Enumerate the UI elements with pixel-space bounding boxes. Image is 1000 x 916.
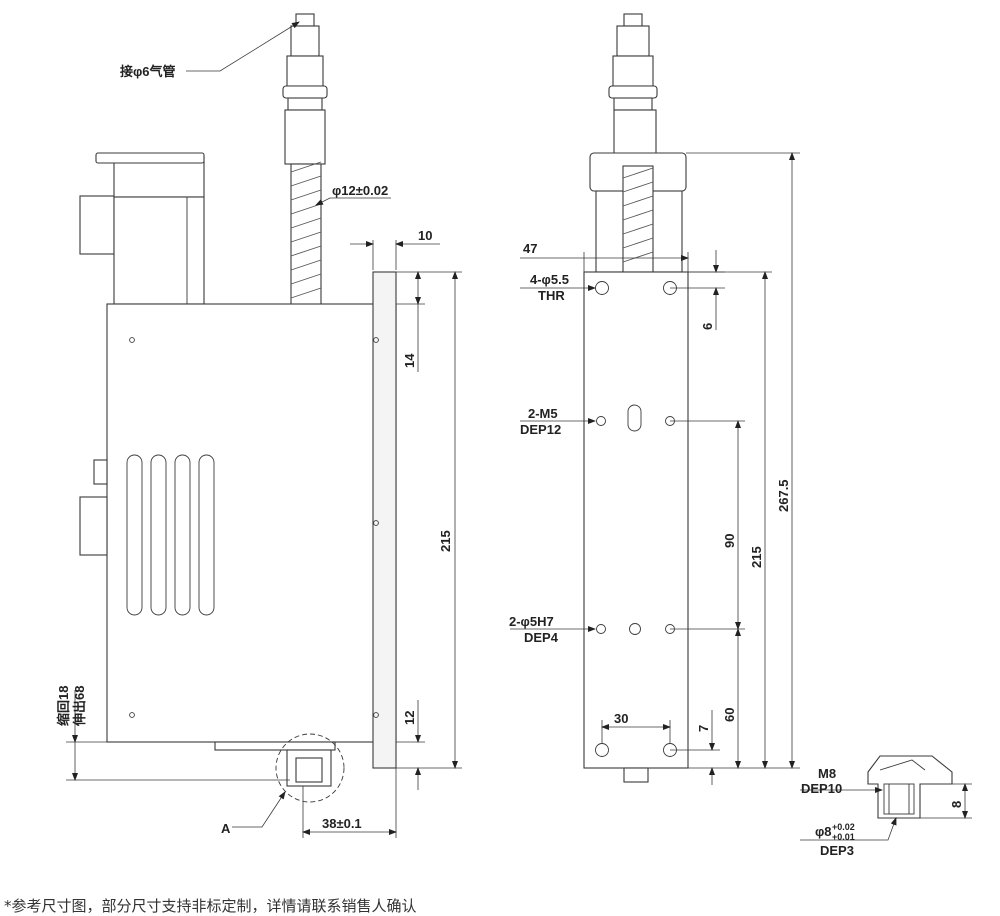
front-rod-end (623, 767, 649, 783)
phi8-depth: DEP3 (820, 843, 854, 858)
dim-90: 90 (722, 534, 737, 548)
side-view (79, 13, 397, 803)
hole-4-label: 4-φ5.5 (530, 272, 569, 287)
dim-38: 38±0.1 (322, 816, 362, 831)
dim-30: 30 (614, 711, 628, 726)
dim-60: 60 (722, 708, 737, 722)
rod-diameter-label: φ12±0.02 (332, 183, 388, 198)
phi8-label: φ8 (815, 824, 832, 839)
front-rod-threads (622, 167, 654, 263)
center-slot (627, 404, 642, 432)
m8-depth: DEP10 (801, 781, 842, 796)
front-fitting-hex (612, 55, 654, 87)
pin-hole-center (629, 623, 641, 635)
front-fitting-cap (623, 13, 643, 27)
dim-215-left: 215 (438, 530, 453, 552)
detail-a-view: M8 DEP10 8 φ8 +0.02 +0.01 DEP3 (800, 755, 972, 858)
phi8-tol-lower: +0.01 (832, 832, 855, 842)
m5-label: 2-M5 (528, 406, 558, 421)
stroke-retract-label: 缩回18 (56, 686, 71, 726)
detail-a-circle (275, 733, 345, 803)
threaded-rod (290, 163, 322, 307)
dim-47: 47 (523, 241, 537, 256)
technical-drawing: 接φ6气管 φ12±0.02 10 215 14 12 缩回18 伸出68 (56, 13, 972, 858)
side-bracket-upper (79, 195, 115, 255)
side-view-dimensions: 接φ6气管 φ12±0.02 10 215 14 12 缩回18 伸出68 (56, 21, 462, 838)
m5-hole (596, 416, 606, 426)
mounting-plate-front (583, 271, 689, 769)
fitting-body (290, 25, 320, 57)
rod-threads (290, 161, 322, 299)
side-clip (93, 459, 108, 485)
side-connector-lower (79, 496, 108, 556)
dim-6: 6 (700, 323, 715, 330)
front-lock-nut (608, 85, 658, 99)
pin-depth: DEP4 (524, 630, 559, 645)
dim-8: 8 (949, 801, 964, 808)
front-fitting-body (616, 25, 650, 57)
phi8-tol-upper: +0.02 (832, 822, 855, 832)
motor-cover-lip (95, 152, 205, 164)
motor-body (113, 196, 205, 305)
dim-14: 14 (402, 353, 417, 368)
footnote: *参考尺寸图，部分尺寸支持非标定制，详情请联系销售人确认 (4, 897, 417, 915)
dim-12: 12 (402, 711, 417, 725)
m5-depth: DEP12 (520, 422, 561, 437)
dim-10: 10 (418, 228, 432, 243)
front-view-dimensions: 47 4-φ5.5 THR 6 2-M5 DEP12 2-φ5H7 DEP4 9… (509, 152, 800, 785)
dim-267: 267.5 (776, 479, 791, 512)
hole-4-type: THR (538, 288, 565, 303)
dim-215-right: 215 (749, 546, 764, 568)
detail-a-outline (867, 755, 953, 819)
fitting-hex (286, 55, 324, 87)
rod-hex (284, 109, 326, 165)
detail-a-bore (883, 783, 915, 815)
front-view (583, 13, 689, 783)
bottom-cap (214, 741, 336, 751)
nut-neck (287, 97, 323, 111)
lock-nut (282, 85, 328, 99)
detail-a-label: A (221, 821, 231, 836)
vent-slots (126, 454, 215, 616)
pin-label: 2-φ5H7 (509, 614, 554, 629)
mounting-plate-side (372, 271, 397, 769)
pin-hole (596, 624, 606, 634)
m8-label: M8 (818, 766, 836, 781)
dim-7: 7 (696, 725, 711, 732)
stroke-extend-label: 伸出68 (72, 686, 87, 727)
rod-end-bore (295, 757, 323, 783)
fitting-cap (295, 13, 315, 27)
front-threaded-rod (622, 165, 654, 273)
actuator-body (106, 303, 397, 743)
front-nut-neck (613, 97, 653, 111)
air-tube-label: 接φ6气管 (120, 64, 176, 79)
